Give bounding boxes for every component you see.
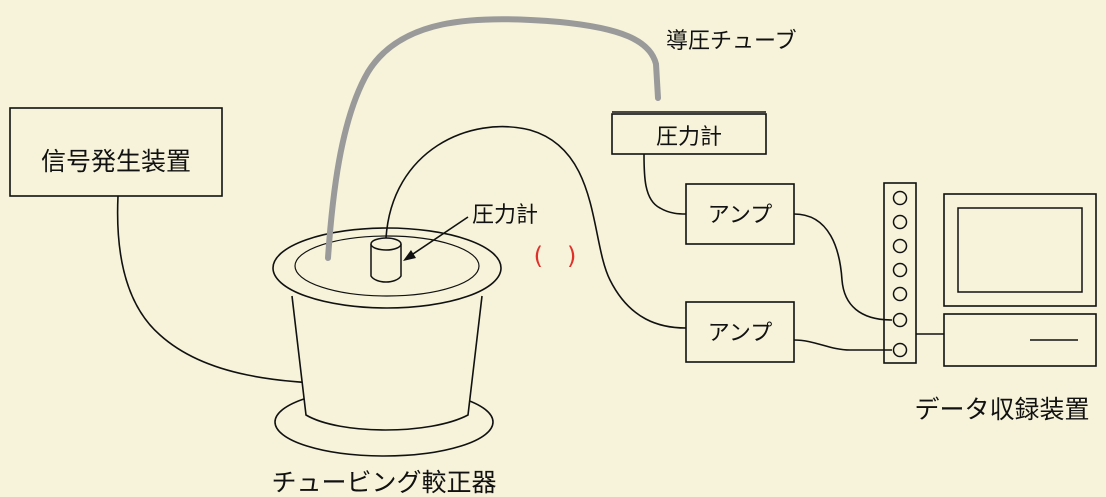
bottom-amp-box: [685, 301, 795, 363]
top-amp: アンプ: [685, 183, 795, 245]
bottom-amp-cable: [793, 339, 892, 351]
pressure-tube: [325, 16, 661, 261]
input-jack-4: [892, 262, 908, 278]
input-jack-7: [892, 342, 908, 358]
input-jack-5: [892, 286, 908, 302]
top-gauge-label: 圧力計: [656, 125, 722, 150]
bottom-amp-label: アンプ: [708, 321, 772, 346]
vessel-gauge-pointer: [403, 216, 469, 261]
data-logger-monitor: [943, 193, 1097, 307]
signal-generator: 信号発生装置: [9, 107, 223, 197]
vessel-pressure-gauge: [370, 237, 402, 283]
bottom-amp: アンプ: [685, 301, 795, 363]
signal-generator-box: [9, 107, 223, 197]
gauge-cylinder-body: [370, 244, 402, 283]
input-jack-6: [892, 312, 908, 328]
monitor-screen: [957, 207, 1083, 293]
vessel-gauge-label: 圧力計: [472, 203, 538, 228]
logger-input-panel: [883, 182, 917, 364]
computer-body: [943, 313, 1097, 367]
vessel-gauge-cable: [385, 125, 687, 329]
data-logger-label: データ収録装置: [914, 395, 1089, 424]
calibrator-body: [291, 295, 483, 431]
top-pressure-gauge: 圧力計: [611, 111, 767, 155]
pressure-tube-label: 導圧チューブ: [666, 29, 797, 54]
top-amp-label: アンプ: [708, 203, 772, 228]
input-jack-2: [892, 214, 908, 230]
top-gauge-box: [611, 113, 767, 155]
input-jack-1: [892, 190, 908, 206]
signal-generator-label: 信号発生装置: [41, 147, 191, 176]
input-panel-box: [883, 182, 917, 364]
monitor-frame: [943, 193, 1097, 307]
top-gauge-cable: [643, 153, 687, 215]
pointer-line: [409, 216, 469, 257]
data-logger-computer: [916, 313, 1097, 367]
input-jack-3: [892, 238, 908, 254]
gauge-cylinder-top: [370, 237, 402, 251]
top-amp-cable: [793, 213, 893, 321]
calibrator-lid-rim: [294, 235, 480, 297]
blank-marker: ( ): [534, 242, 577, 270]
pointer-arrowhead: [403, 250, 416, 261]
tubing-calibrator-label: チュービング較正器: [271, 468, 496, 497]
